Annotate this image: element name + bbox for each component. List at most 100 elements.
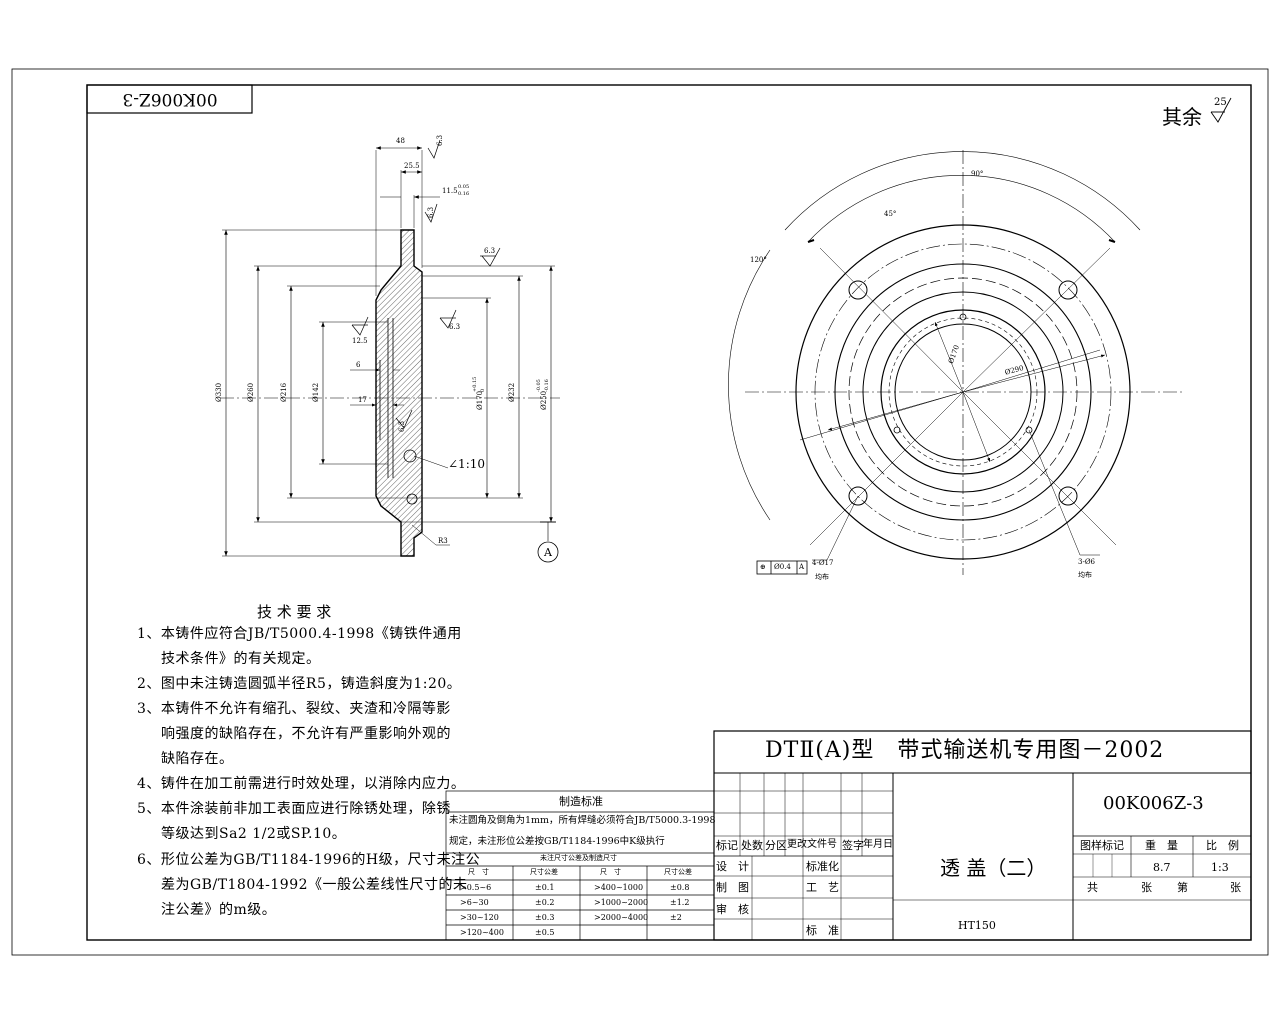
rev-header: 标记: [716, 839, 738, 852]
tech-req-line: 注公差》的m级。: [161, 902, 277, 918]
dim-dia-232: Ø232: [508, 382, 516, 402]
role-label: 制 图: [716, 881, 749, 894]
drawing-number-rotated: 00K006Z-3: [122, 89, 218, 109]
rev-header: 处数: [741, 839, 763, 852]
info-header: 图样标记: [1080, 839, 1124, 852]
mfg-cell: ±0.3: [535, 913, 555, 922]
mfg-cell: >400~1000: [594, 883, 644, 892]
tol-frame-value: Ø0.4: [774, 563, 791, 571]
info-header: 比 例: [1206, 839, 1239, 852]
outer-circle: [795, 224, 1131, 560]
role-label: 设 计: [716, 860, 749, 873]
dim-dia-260: Ø260: [247, 382, 255, 402]
title-block-grid: [713, 730, 1252, 941]
mfg-standard-grid: [445, 790, 715, 941]
part-name: 透 盖（二）: [940, 856, 1047, 880]
mfg-header: 尺 寸: [600, 868, 621, 876]
mfg-header: 尺寸公差: [664, 868, 692, 876]
dim-dia-250-tol-lower: -0.16: [544, 379, 550, 392]
roughness-6-3-a: 6.3: [436, 134, 444, 146]
holes-4-note: 均布: [815, 573, 829, 581]
tech-req-line: 缺陷存在。: [161, 751, 234, 767]
angle-45: 45°: [884, 210, 897, 218]
mfg-table-title: 未注尺寸公差及制造尺寸: [540, 854, 617, 862]
dim-11-5-tol-upper: 0.05: [458, 184, 470, 190]
dim-6: 6: [356, 361, 361, 369]
mfg-cell: >2000~4000: [594, 913, 649, 922]
rev-header: 更改文件号: [787, 839, 837, 850]
angle-120: 120°: [750, 256, 767, 264]
front-view: [728, 150, 1185, 575]
tech-req-line: 4、铸件在加工前需进行时效处理，以消除内应力。: [137, 776, 466, 792]
role-label-2: 标准化: [806, 860, 839, 873]
datum-a-label: A: [544, 546, 552, 559]
section-profile: [375, 229, 423, 557]
mfg-cell: ±0.2: [535, 898, 555, 907]
rev-header: 分区: [765, 839, 787, 852]
sheet-label: 张: [1141, 881, 1152, 894]
dim-dia-170-tol-lower: 0: [480, 388, 486, 392]
mfg-header: 尺 寸: [468, 868, 489, 876]
role-label-2: 标 准: [806, 924, 839, 937]
mfg-cell: ±0.8: [670, 883, 690, 892]
mfg-note: 未注圆角及倒角为1mm，所有焊缝必须符合JB/T5000.3-1998: [449, 815, 716, 826]
mfg-cell: ±0.5: [535, 928, 555, 937]
dim-dia-330: Ø330: [215, 382, 223, 402]
sheet-label: 共: [1087, 881, 1098, 894]
weight-value: 8.7: [1153, 861, 1171, 874]
rotated-number-box: [86, 84, 253, 114]
holes-4-label: 4-Ø17: [812, 559, 834, 567]
tech-req-line: 差为GB/T1804-1992《一般公差线性尺寸的未: [161, 877, 468, 893]
info-header: 重 量: [1145, 839, 1178, 852]
roughness-symbol: [1210, 97, 1232, 123]
dim-25-5: 25.5: [404, 162, 420, 170]
mfg-cell: ±1.2: [670, 898, 690, 907]
angle-90: 90°: [971, 170, 984, 178]
dim-48: 48: [396, 137, 405, 145]
drawing-number: 00K006Z-3: [1103, 793, 1204, 814]
mfg-cell: ±0.1: [535, 883, 555, 892]
outer-border: [11, 68, 1269, 956]
mfg-cell: >120~400: [460, 928, 504, 937]
tech-req-line: 3、本铸件不允许有缩孔、裂纹、夹渣和冷隔等影: [137, 701, 451, 717]
roughness-6-3-c: 6.3: [484, 247, 496, 255]
tech-req-line: 1、本铸件应符合JB/T5000.4-1998《铸铁件通用: [137, 626, 462, 642]
rev-header: 年月日: [863, 839, 893, 850]
holes-3-label: 3-Ø6: [1078, 558, 1096, 566]
scale-value: 1:3: [1211, 861, 1229, 874]
roughness-6-3-d: 6.3: [449, 323, 461, 331]
role-label-2: 工 艺: [806, 881, 839, 894]
mfg-cell: >0.5~6: [460, 883, 492, 892]
sheet-label: 张: [1230, 881, 1241, 894]
mfg-title: 制造标准: [559, 795, 603, 808]
dim-dia-170-tol-upper: +0.15: [472, 376, 478, 392]
mfg-cell: >6~30: [460, 898, 489, 907]
tech-req-title: 技 术 要 求: [257, 603, 332, 621]
tech-req-line: 等级达到Sa2 1/2或SP.10。: [161, 826, 347, 842]
tol-frame-symbol: ⊕: [760, 563, 766, 571]
dim-dia-142: Ø142: [312, 382, 320, 402]
roughness-6-3-e: 6.3: [398, 420, 406, 432]
series-title: DTⅡ(A)型 带式输送机专用图－2002: [765, 738, 1165, 763]
tech-req-line: 响强度的缺陷存在，不允许有严重影响外观的: [161, 726, 451, 742]
dim-dia-170: Ø170: [476, 390, 484, 410]
rev-header: 签字: [842, 839, 864, 852]
tech-req-line: 6、形位公差为GB/T1184-1996的H级，尺寸未注公: [137, 852, 481, 868]
taper-label: ∠1:10: [448, 457, 486, 471]
tech-req-line: 2、图中未注铸造圆弧半径R5，铸造斜度为1:20。: [137, 676, 462, 692]
roughness-12-5: 12.5: [352, 337, 368, 345]
dim-dia-216: Ø216: [280, 382, 288, 402]
dim-11-5-tol-lower: 0.16: [458, 191, 470, 197]
roughness-label: 其余: [1162, 105, 1202, 129]
mfg-note: 规定，未注形位公差按GB/T1184-1996中K级执行: [449, 836, 665, 847]
mfg-header: 尺寸公差: [530, 868, 558, 876]
mfg-cell: ±2: [670, 913, 682, 922]
radius-label: R3: [438, 537, 448, 545]
roughness-value: 25: [1214, 97, 1227, 108]
dim-dia-250: Ø250: [540, 390, 548, 410]
roughness-6-3-b: 6.3: [427, 206, 435, 218]
mfg-cell: >30~120: [460, 913, 499, 922]
mfg-cell: >1000~2000: [594, 898, 649, 907]
tech-req-line: 技术条件》的有关规定。: [161, 651, 321, 667]
